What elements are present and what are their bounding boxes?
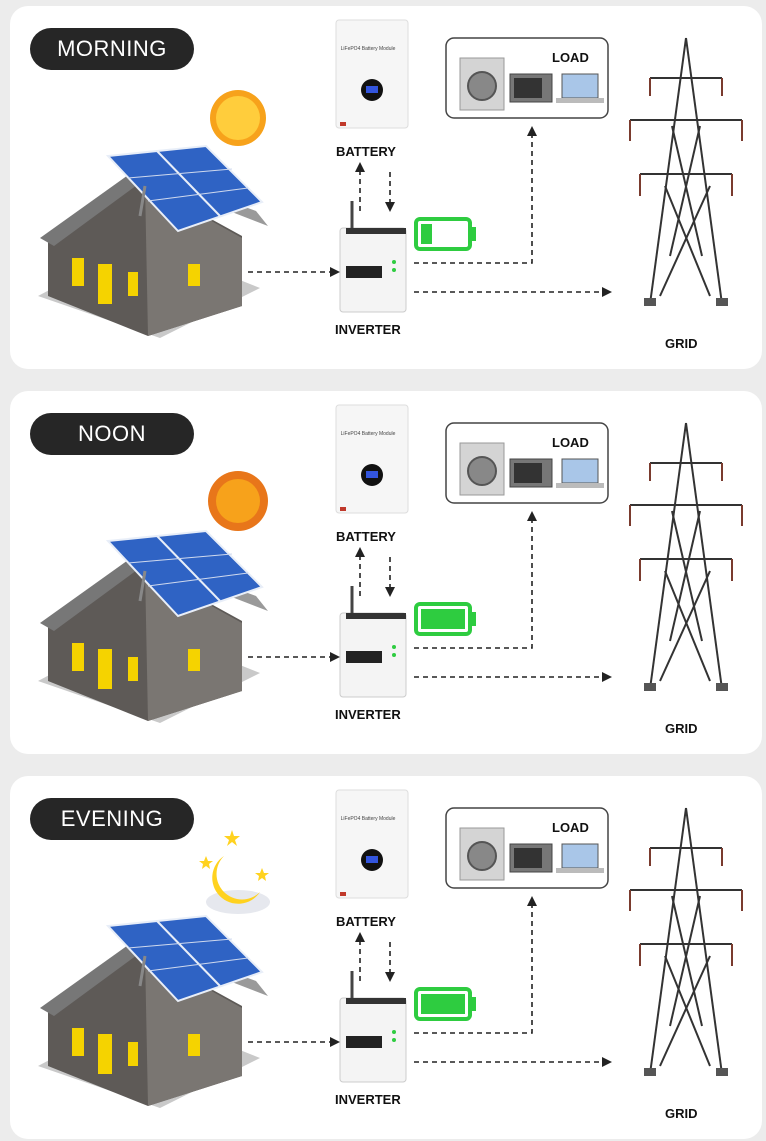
grid-label: GRID bbox=[665, 1106, 698, 1121]
battery-label: BATTERY bbox=[336, 914, 396, 929]
solar-panel-icon bbox=[105, 529, 264, 618]
battery-module-label: LiFePO4 Battery Module bbox=[340, 431, 396, 437]
battery-module-icon bbox=[335, 19, 409, 129]
house-icon bbox=[38, 938, 268, 1108]
battery-charge-icon bbox=[414, 217, 476, 251]
load-box bbox=[445, 807, 609, 889]
laptop-icon bbox=[556, 73, 604, 103]
arrow-heads bbox=[330, 511, 612, 682]
time-of-day-badge: NOON bbox=[30, 413, 194, 455]
microwave-icon bbox=[509, 73, 553, 103]
load-box bbox=[445, 422, 609, 504]
flow-arrows bbox=[248, 521, 602, 678]
panel-noon: NOON LiFePO4 Battery Module BATTERY INVE… bbox=[10, 391, 762, 754]
grid-label: GRID bbox=[665, 336, 698, 351]
load-label: LOAD bbox=[552, 820, 589, 835]
time-of-day-badge: EVENING bbox=[30, 798, 194, 840]
battery-charge-icon bbox=[414, 602, 476, 636]
solar-panel-icon bbox=[105, 144, 264, 233]
inverter-icon bbox=[339, 201, 407, 313]
battery-label: BATTERY bbox=[336, 529, 396, 544]
transmission-tower-icon bbox=[629, 807, 743, 1076]
laptop-icon bbox=[556, 458, 604, 488]
load-label: LOAD bbox=[552, 50, 589, 65]
sun-icon bbox=[210, 90, 266, 146]
battery-label: BATTERY bbox=[336, 144, 396, 159]
transmission-tower-icon bbox=[629, 422, 743, 691]
arrow-heads bbox=[330, 126, 612, 297]
panel-illustration bbox=[38, 404, 743, 723]
battery-module-label: LiFePO4 Battery Module bbox=[340, 816, 396, 822]
arrow-heads bbox=[330, 896, 612, 1067]
inverter-label: INVERTER bbox=[335, 1092, 401, 1107]
battery-module-label: LiFePO4 Battery Module bbox=[340, 46, 396, 52]
load-box bbox=[445, 37, 609, 119]
grid-label: GRID bbox=[665, 721, 698, 736]
panel-evening: EVENING LiFePO4 Battery Module BATTERY I… bbox=[10, 776, 762, 1139]
washing-machine-icon bbox=[459, 442, 505, 496]
flow-arrows bbox=[248, 136, 602, 293]
time-of-day-badge: MORNING bbox=[30, 28, 194, 70]
battery-charge-icon bbox=[414, 987, 476, 1021]
panel-morning: MORNING LiFePO4 Battery Module BATTERY I… bbox=[10, 6, 762, 369]
battery-module-icon bbox=[335, 404, 409, 514]
laptop-icon bbox=[556, 843, 604, 873]
load-label: LOAD bbox=[552, 435, 589, 450]
battery-module-icon bbox=[335, 789, 409, 899]
flow-arrows bbox=[248, 906, 602, 1063]
panel-illustration bbox=[38, 789, 743, 1108]
inverter-icon bbox=[339, 971, 407, 1083]
washing-machine-icon bbox=[459, 827, 505, 881]
panel-illustration bbox=[38, 19, 743, 338]
microwave-icon bbox=[509, 458, 553, 488]
moon-icon bbox=[199, 830, 270, 914]
inverter-label: INVERTER bbox=[335, 322, 401, 337]
solar-panel-icon bbox=[105, 914, 264, 1003]
inverter-icon bbox=[339, 586, 407, 698]
washing-machine-icon bbox=[459, 57, 505, 111]
inverter-label: INVERTER bbox=[335, 707, 401, 722]
microwave-icon bbox=[509, 843, 553, 873]
sun-icon bbox=[208, 471, 268, 531]
transmission-tower-icon bbox=[629, 37, 743, 306]
